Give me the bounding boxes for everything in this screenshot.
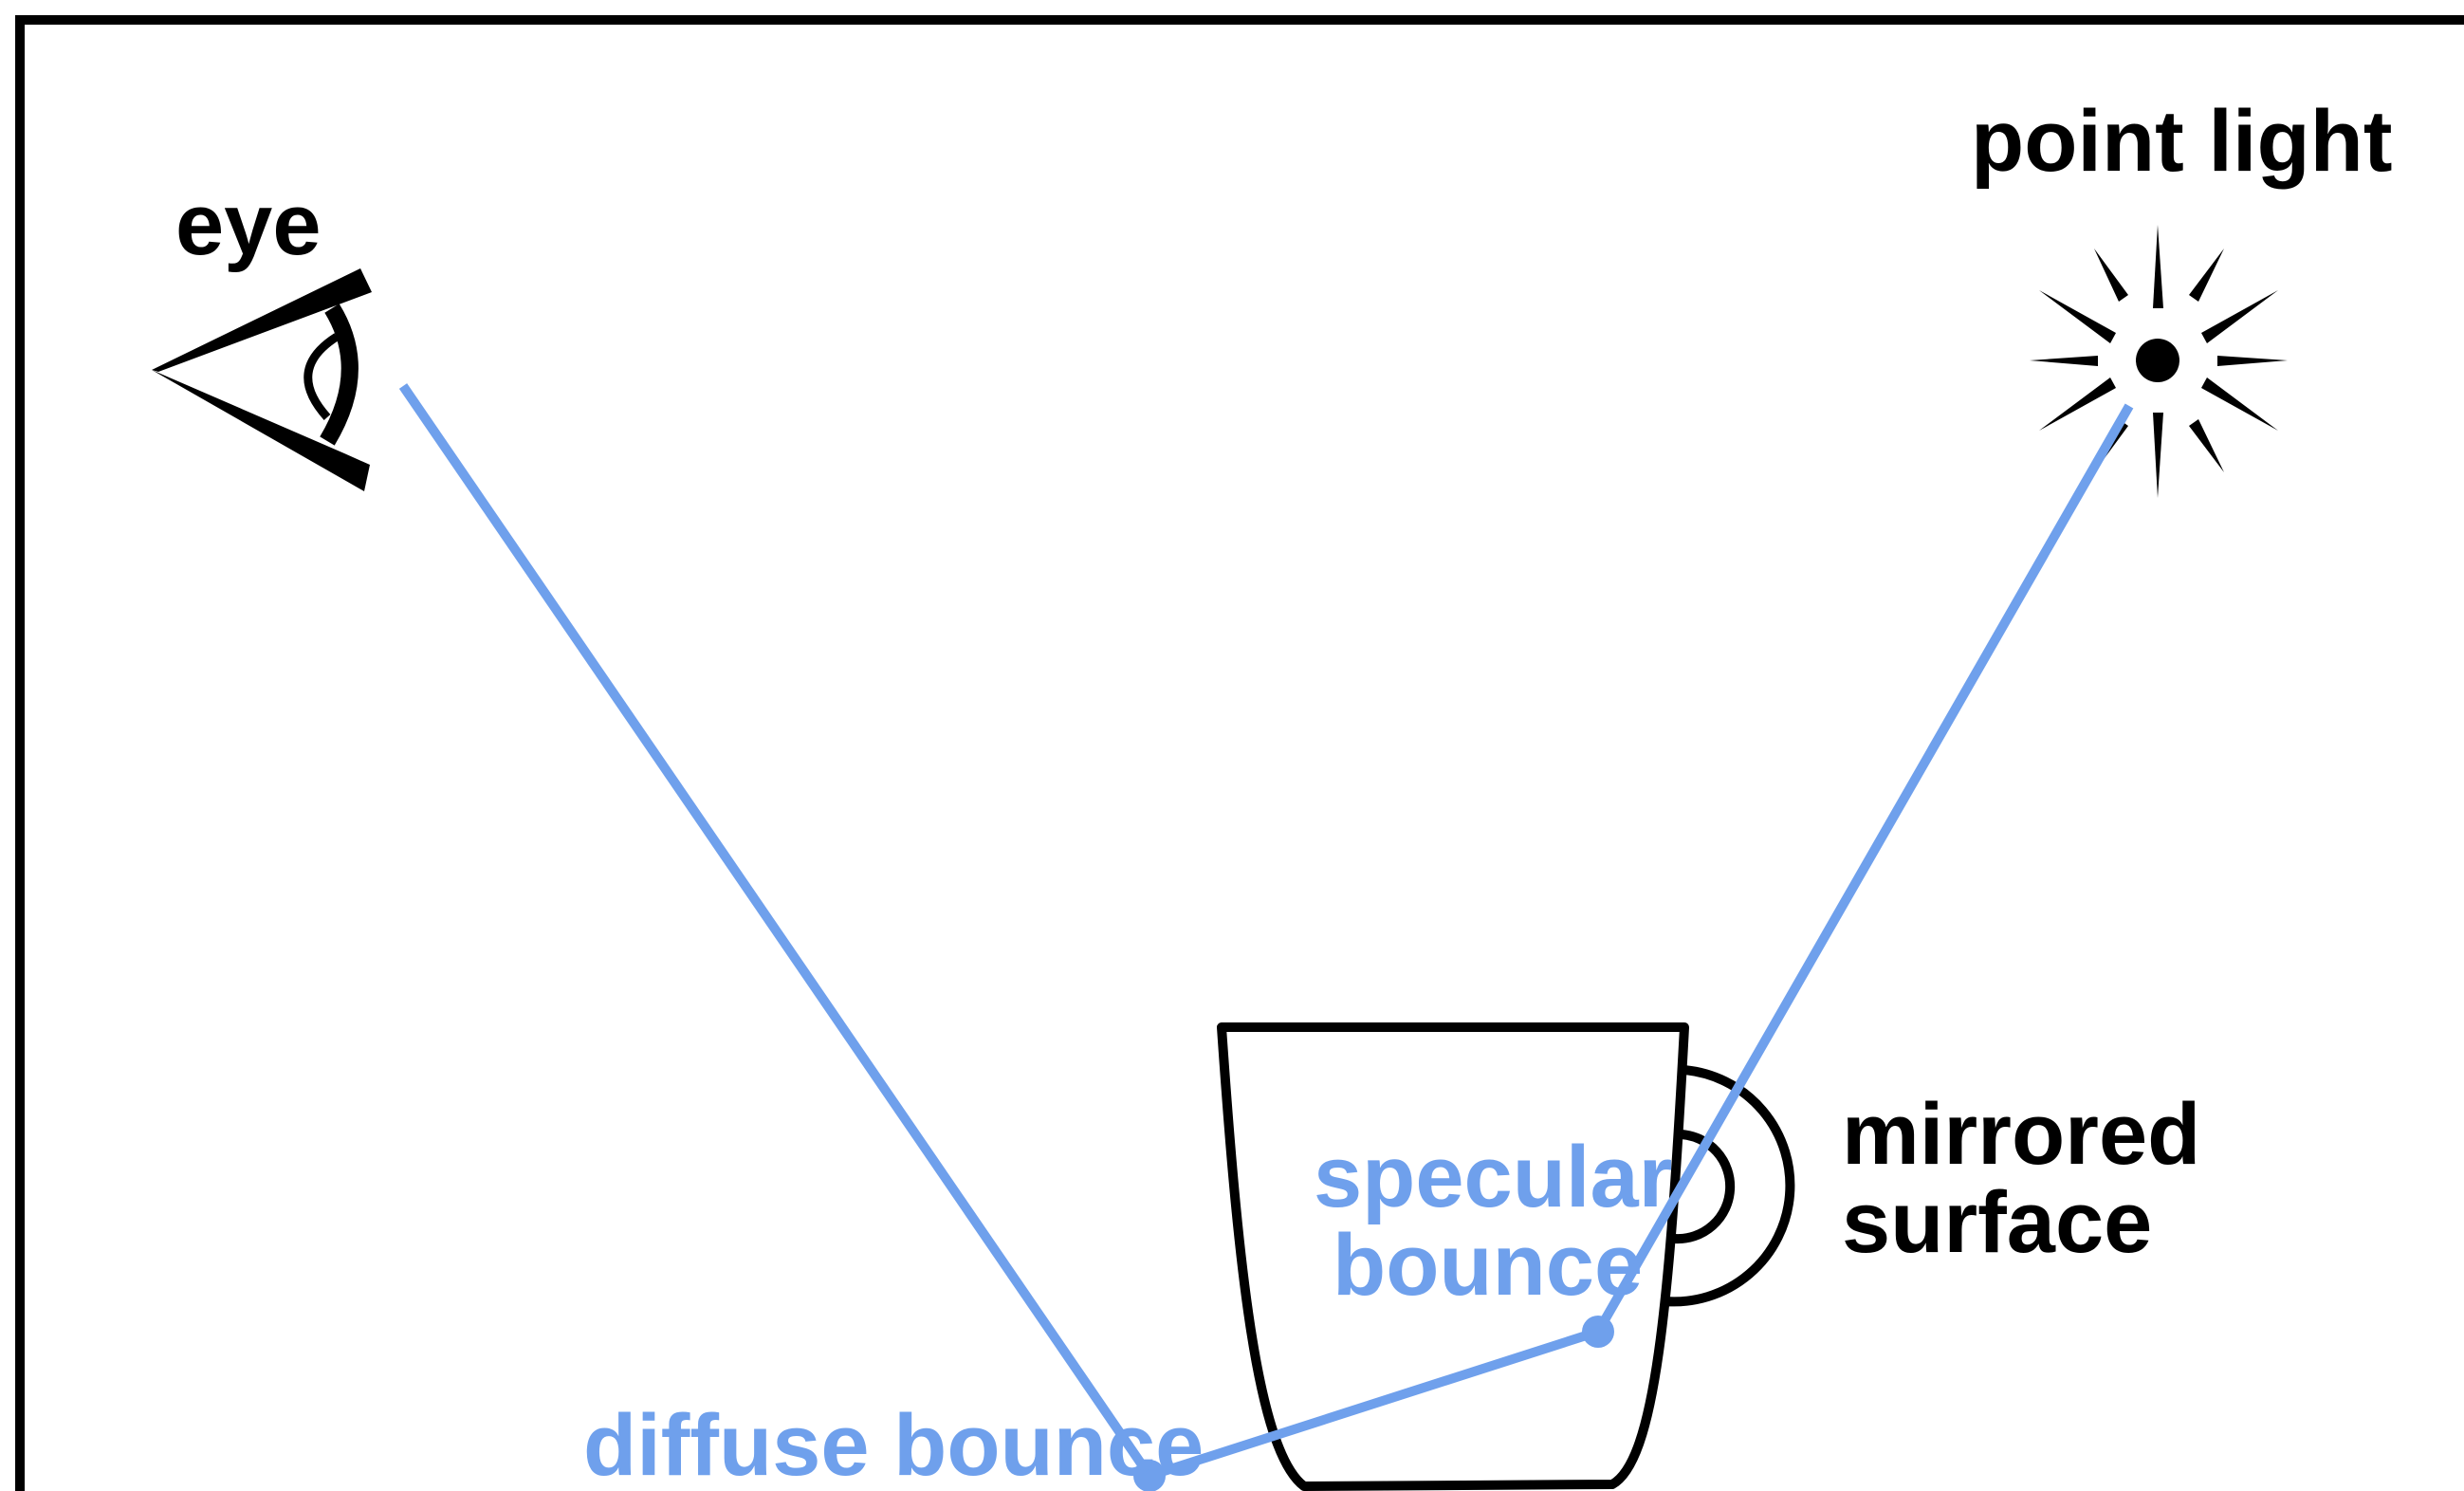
diagram-frame xyxy=(15,15,2464,1491)
diffuse-bounce-label: diffuse bounce xyxy=(583,1397,1204,1491)
specular-bounce-label-line1: specular xyxy=(1314,1129,1672,1225)
mirrored-surface-label-line1: mirrored xyxy=(1842,1086,2200,1183)
cup-icon xyxy=(1217,1022,1795,1491)
point-light-icon xyxy=(2030,225,2288,498)
specular-bounce-label-line2: bounce xyxy=(1333,1217,1643,1314)
mirrored-surface-label-line2: surface xyxy=(1842,1174,2152,1271)
eye-icon xyxy=(152,268,372,491)
ray-specular-to-light xyxy=(1593,403,2134,1335)
ray-diffuse-to-specular xyxy=(1148,1327,1600,1481)
light-path xyxy=(398,383,2134,1491)
ray-eye-to-diffuse xyxy=(398,383,1154,1479)
specular-bounce-point xyxy=(1582,1316,1614,1348)
diffuse-bounce-point xyxy=(1133,1460,1166,1491)
eye-label: eye xyxy=(175,176,322,273)
point-light-label: point light xyxy=(1971,93,2393,190)
